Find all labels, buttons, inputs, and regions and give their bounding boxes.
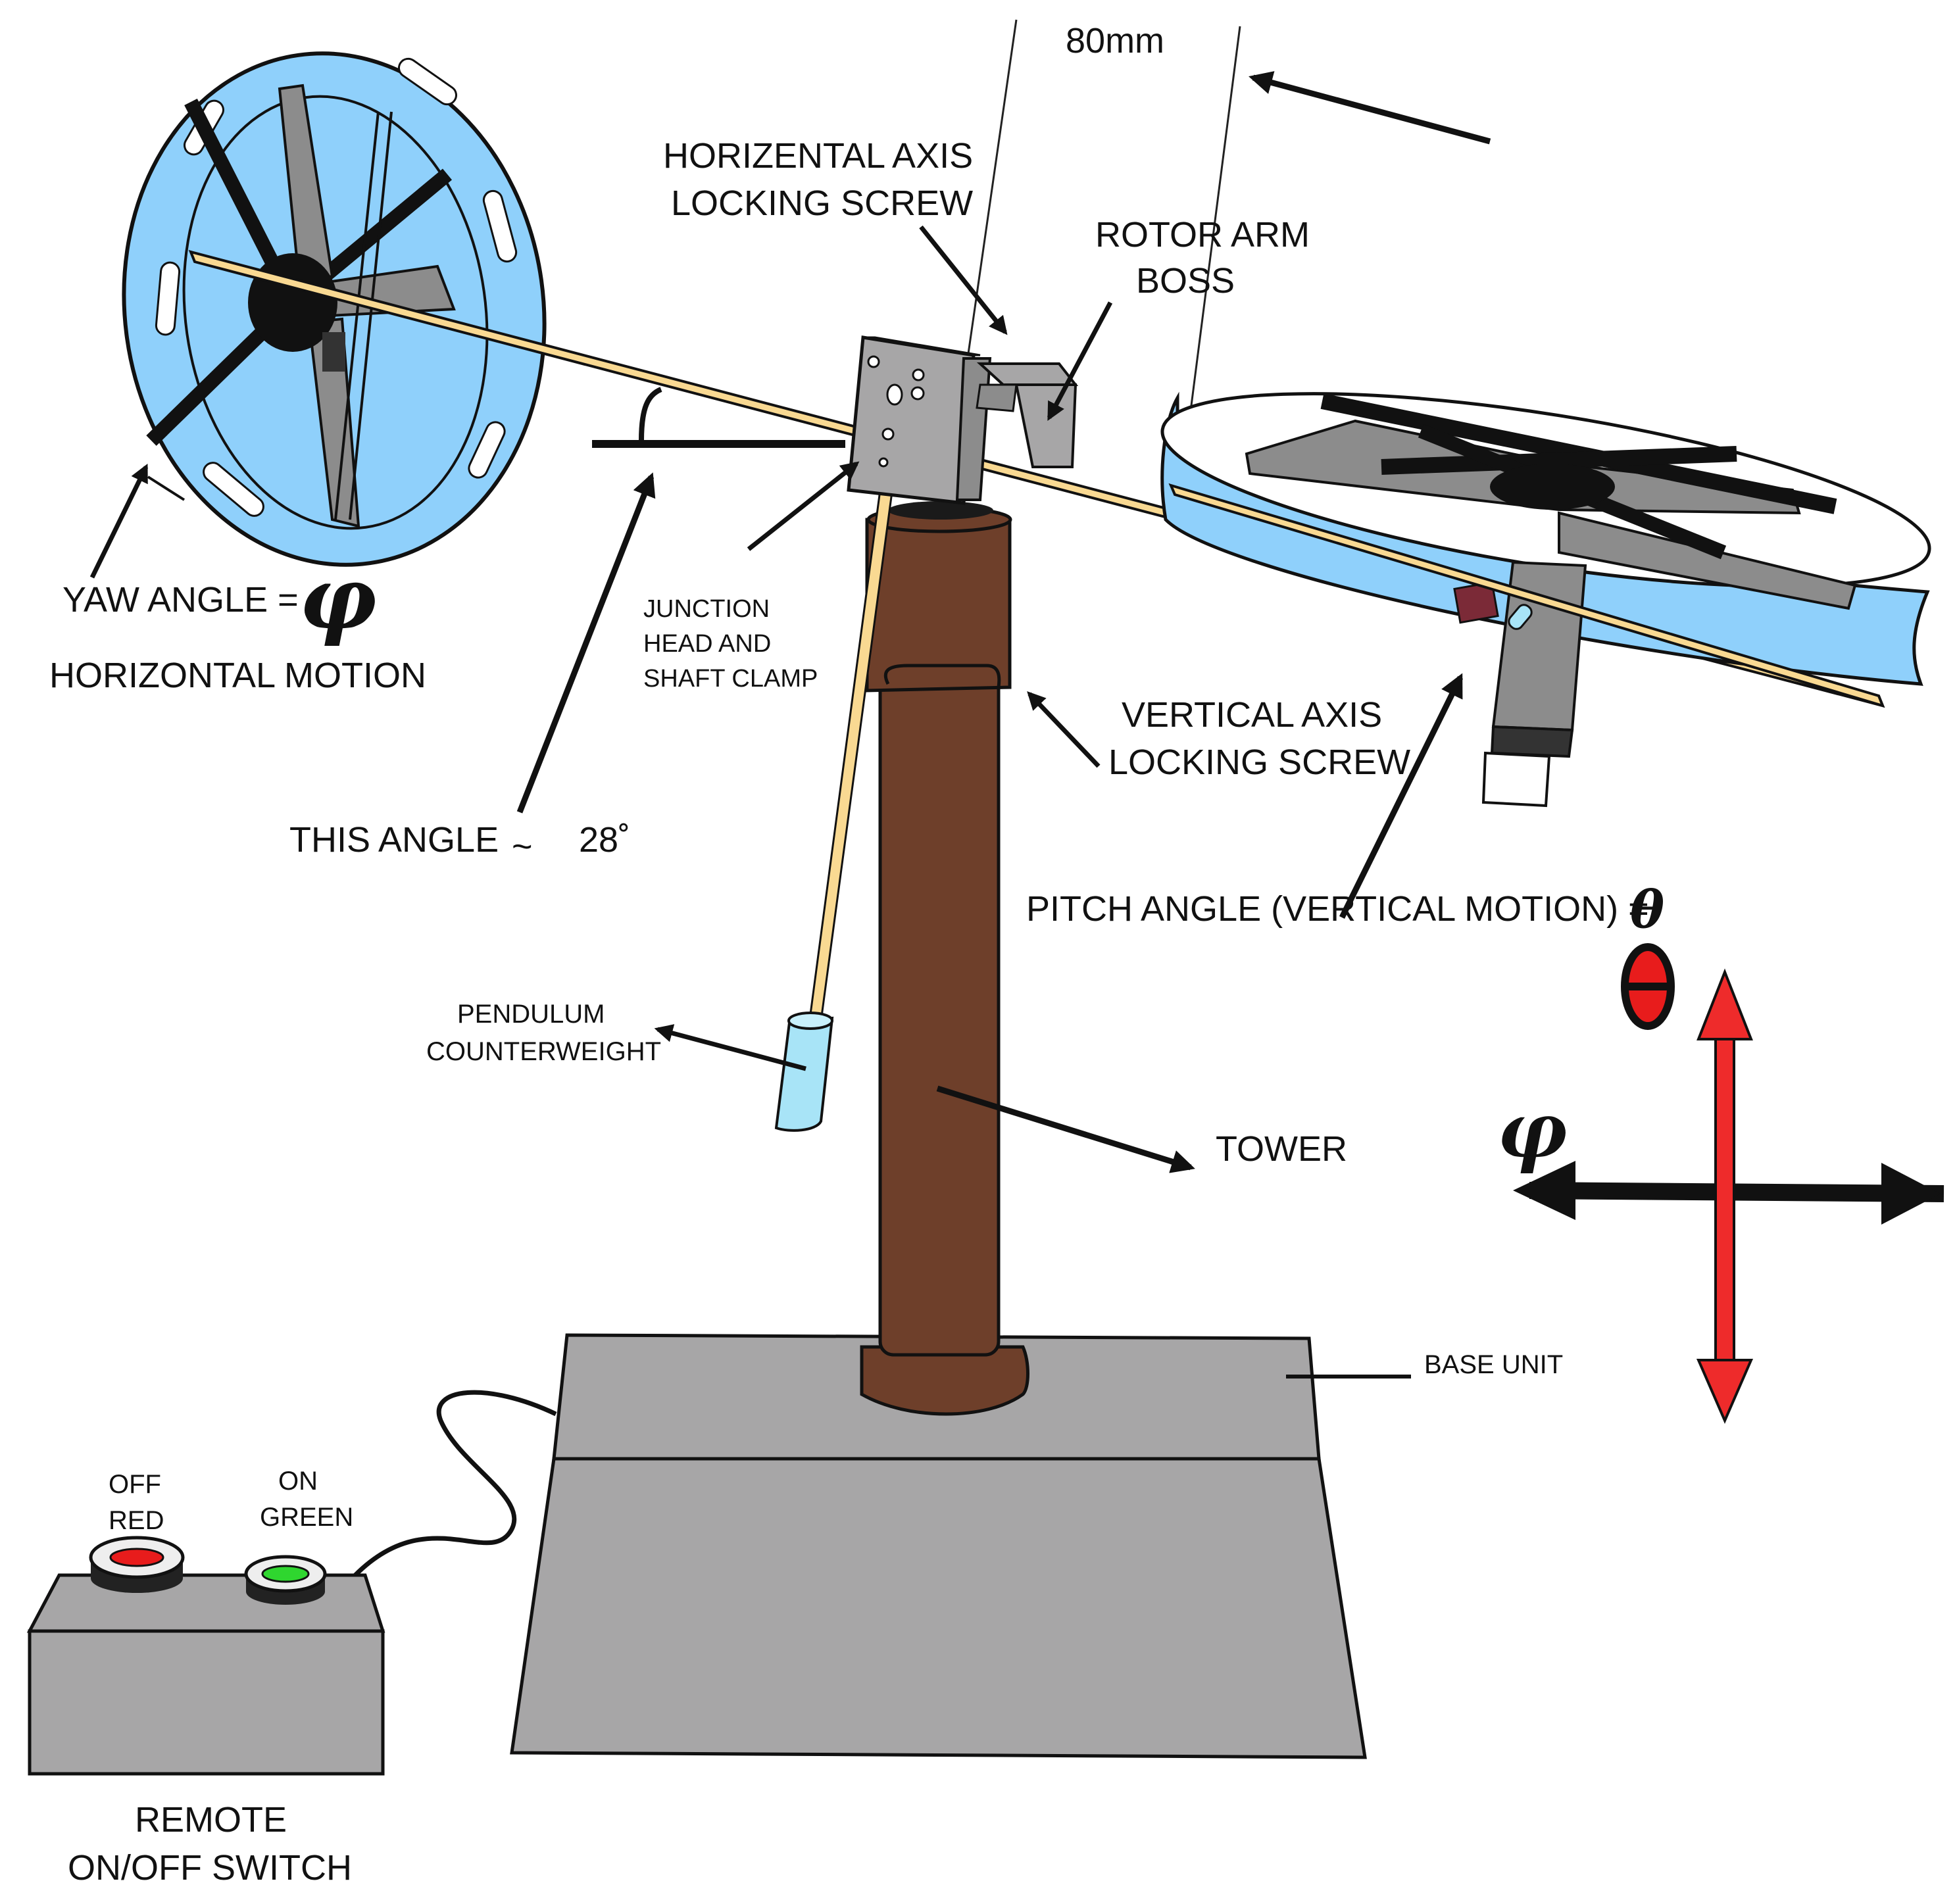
pitch-theta-symbol: θ xyxy=(1630,880,1664,940)
remote-switch-box xyxy=(26,1573,385,1776)
remote-label-1: REMOTE xyxy=(135,1800,287,1840)
pitch-angle-arrow xyxy=(1339,673,1464,919)
red-label: RED xyxy=(109,1506,164,1535)
vertical-axis-screw-label-1: VERTICAL AXIS xyxy=(1122,695,1382,735)
rotor-arm-boss-label-1: ROTOR ARM xyxy=(1095,215,1310,255)
horizontal-axis-screw-arrow xyxy=(919,225,1008,335)
right-rotor xyxy=(1160,391,1931,808)
axes-phi-symbol: φ xyxy=(1497,1084,1568,1177)
yaw-phi-symbol: φ xyxy=(299,548,377,648)
pitch-angle-label: PITCH ANGLE (VERTICAL MOTION) = xyxy=(1026,889,1649,929)
base-unit-label: BASE UNIT xyxy=(1424,1350,1563,1379)
tower-arrow xyxy=(936,1085,1195,1173)
left-rotor xyxy=(122,51,547,567)
rotor-arm-boss-arrow xyxy=(1047,301,1113,421)
pendulum-label-1: PENDULUM xyxy=(457,1000,605,1029)
off-button[interactable] xyxy=(89,1536,185,1593)
angle-value: 28˚ xyxy=(579,820,630,860)
on-label: ON xyxy=(278,1467,318,1496)
this-angle-label: THIS ANGLE xyxy=(289,820,499,860)
pitch-axis-line xyxy=(1714,1025,1735,1369)
off-label: OFF xyxy=(109,1470,161,1499)
horizontal-motion-label: HORIZONTAL MOTION xyxy=(49,656,426,695)
pendulum-counterweight xyxy=(654,489,893,1132)
junction-label-1: JUNCTION xyxy=(643,595,770,623)
pendulum-arrow xyxy=(654,1024,806,1071)
yaw-angle-label: YAW ANGLE = xyxy=(62,580,299,620)
green-label: GREEN xyxy=(260,1503,353,1532)
dimension-arrow xyxy=(1249,71,1491,145)
dimension-label: 80mm xyxy=(1066,21,1164,61)
yaw-axis-arrowhead-right xyxy=(1881,1163,1941,1225)
vertical-axis-screw-label-2: LOCKING SCREW xyxy=(1108,743,1410,782)
junction-arrow xyxy=(747,461,860,551)
motion-axes xyxy=(1513,943,1945,1425)
horizontal-axis-screw-label-2: LOCKING SCREW xyxy=(671,183,973,223)
yaw-axis-arrowhead-left xyxy=(1513,1161,1575,1220)
remote-label-2: ON/OFF SWITCH xyxy=(68,1848,352,1888)
pitch-axis-arrowhead-down xyxy=(1696,1359,1754,1425)
on-button[interactable] xyxy=(244,1555,327,1605)
tower-label: TOWER xyxy=(1216,1129,1347,1169)
pendulum-label-2: COUNTERWEIGHT xyxy=(426,1037,661,1066)
vertical-axis-screw-arrow xyxy=(1027,691,1101,768)
yaw-axis-line xyxy=(1529,1182,1945,1202)
remote-cable xyxy=(353,1390,557,1577)
pitch-axis-arrowhead-up xyxy=(1697,968,1753,1040)
this-angle-arrow xyxy=(516,472,656,814)
yaw-angle-arrow xyxy=(89,463,149,579)
horizontal-axis-screw-label-1: HORIZENTAL AXIS xyxy=(663,136,973,176)
approx-symbol: ~ xyxy=(512,827,533,866)
junction-label-3: SHAFT CLAMP xyxy=(643,665,818,693)
tower xyxy=(860,501,1195,1416)
rotor-arm-boss-label-2: BOSS xyxy=(1136,261,1235,301)
junction-label-2: HEAD AND xyxy=(643,630,771,658)
angle-indicator xyxy=(516,387,845,814)
